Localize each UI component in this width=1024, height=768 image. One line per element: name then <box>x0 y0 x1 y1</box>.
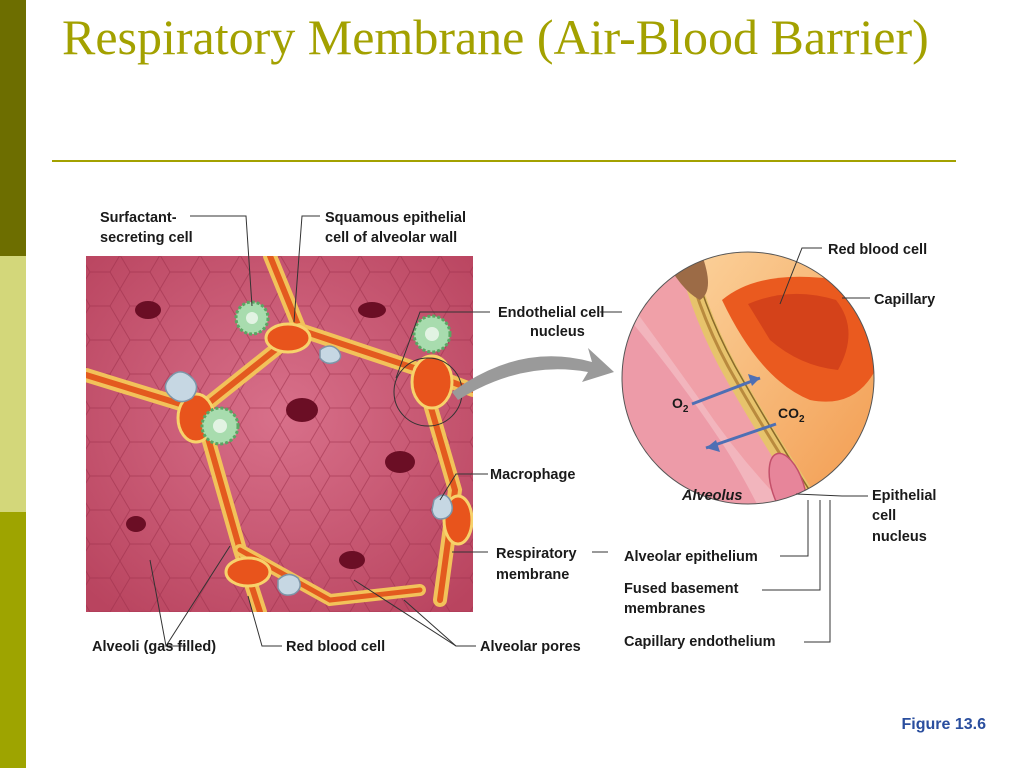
label-red-blood-cell-top: Red blood cell <box>828 242 927 258</box>
magnify-arrow <box>452 348 614 400</box>
label-fused-line2: membranes <box>624 601 705 617</box>
label-surfactant-line1: Surfactant- <box>100 210 177 226</box>
sidebar-segment-light <box>0 256 26 512</box>
label-surfactant-line2: secreting cell <box>100 230 193 246</box>
label-squamous-line2: cell of alveolar wall <box>325 230 457 246</box>
label-endothelial-line1: Endothelial cell <box>498 305 604 321</box>
label-respiratory-line2: membrane <box>496 567 569 583</box>
magnified-membrane-illustration <box>621 251 875 505</box>
label-epithelial-line1: Epithelial <box>872 488 936 504</box>
label-epithelial-line2: cell <box>872 508 896 524</box>
alveolar-tissue-illustration <box>86 256 473 612</box>
leader-lines <box>149 215 870 647</box>
sidebar-bar <box>0 0 26 768</box>
label-epithelial-line3: nucleus <box>872 529 927 545</box>
label-alveolar-pores: Alveolar pores <box>480 639 581 655</box>
label-capillary-endothelium: Capillary endothelium <box>624 634 775 650</box>
figure-caption: Figure 13.6 <box>901 716 986 733</box>
sidebar-segment-dark <box>0 0 26 256</box>
label-squamous-line1: Squamous epithelial <box>325 210 466 226</box>
label-o2: O2 <box>672 395 689 415</box>
label-alveolus: Alveolus <box>681 488 742 504</box>
slide-title: Respiratory Membrane (Air-Blood Barrier) <box>62 9 929 65</box>
title-divider <box>52 160 956 162</box>
label-red-blood-cell-bottom: Red blood cell <box>286 639 385 655</box>
label-fused-line1: Fused basement <box>624 581 739 597</box>
label-endothelial-line2: nucleus <box>530 324 585 340</box>
label-respiratory-line1: Respiratory <box>496 546 577 562</box>
label-macrophage: Macrophage <box>490 467 575 483</box>
label-capillary: Capillary <box>874 292 935 308</box>
label-alveolar-epithelium: Alveolar epithelium <box>624 549 758 565</box>
sidebar-segment-mid <box>0 512 26 768</box>
label-alveoli: Alveoli (gas filled) <box>92 639 216 655</box>
label-co2: CO2 <box>778 405 805 425</box>
